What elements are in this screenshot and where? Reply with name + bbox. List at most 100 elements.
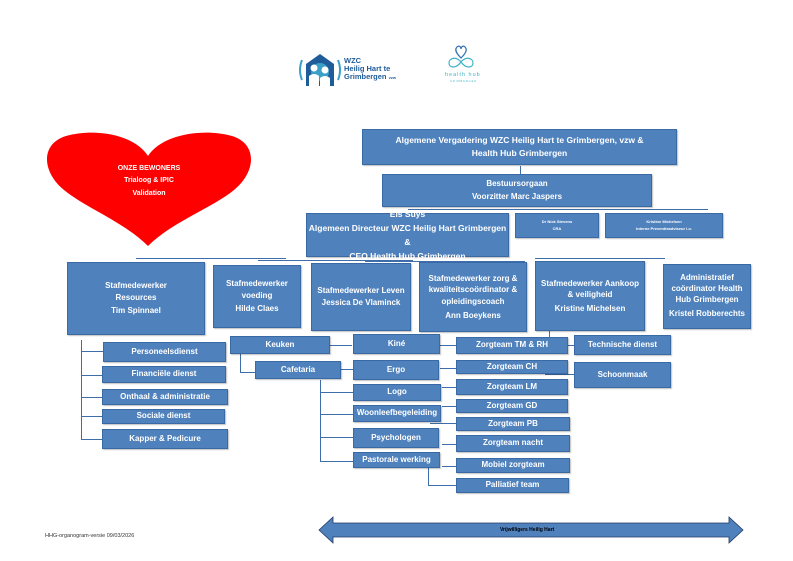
staff-line: Stafmedewerker Aankoop: [541, 278, 639, 288]
staff-line: Stafmedewerker: [105, 280, 167, 290]
unit-label: Kapper & Pedicure: [129, 433, 201, 443]
connector: [81, 375, 103, 376]
unit-label: Personeelsdienst: [131, 346, 198, 356]
unit-label: Zorgteam GD: [486, 400, 538, 410]
health-hub-sub: GRIMBERGEN: [450, 80, 478, 83]
unit-label: Kiné: [387, 338, 406, 348]
unit-cafetaria[interactable]: Cafetaria: [255, 361, 341, 379]
version-footer: HHG-organogram-versie 09/03/2026: [45, 533, 135, 539]
connector: [81, 439, 103, 440]
connector: [240, 372, 255, 373]
unit-kine[interactable]: Kiné: [353, 334, 440, 354]
unit-zorgteam-ch[interactable]: Zorgteam CH: [456, 360, 568, 374]
unit-label: Schoonmaak: [597, 369, 648, 379]
connector: [520, 166, 521, 174]
connector: [545, 374, 574, 375]
unit-financiele-dienst[interactable]: Financiële dienst: [102, 366, 226, 383]
connector: [136, 258, 286, 259]
cra-title: CRA: [552, 225, 562, 231]
unit-label: Palliatief team: [485, 480, 540, 490]
cra-box[interactable]: Dr Nick Stevens CRA: [515, 213, 599, 238]
unit-technische-dienst[interactable]: Technische dienst: [574, 335, 671, 355]
unit-label: Zorgteam LM: [486, 381, 538, 391]
staff-line: Jessica De Vlaminck: [321, 298, 401, 307]
unit-psychologen[interactable]: Psychologen: [353, 428, 439, 448]
director-name: Els Suys: [389, 208, 426, 219]
connector: [320, 380, 321, 462]
wzc-logo-icon: [299, 54, 341, 86]
unit-mobiel-zorgteam[interactable]: Mobiel zorgteam: [456, 458, 570, 473]
connector: [568, 345, 574, 346]
unit-ergo[interactable]: Ergo: [353, 360, 439, 380]
unit-sociale-dienst[interactable]: Sociale dienst: [102, 409, 225, 424]
staff-line: opleidingscoach: [441, 296, 505, 306]
unit-label: Logo: [387, 387, 407, 397]
wzc-logo-suffix: vzw: [388, 74, 396, 80]
connector: [535, 258, 665, 259]
unit-schoonmaak[interactable]: Schoonmaak: [574, 362, 671, 388]
unit-label: Keuken: [265, 339, 295, 349]
connector: [442, 387, 456, 388]
unit-pastorale-werking[interactable]: Pastorale werking: [353, 452, 440, 468]
staff-line: Kristel Robberechts: [668, 308, 746, 318]
staff-resources-box[interactable]: Stafmedewerker Resources Tim Spinnael: [67, 262, 205, 335]
unit-keuken[interactable]: Keuken: [230, 336, 330, 354]
connector: [442, 406, 456, 407]
unit-label: Financiële dienst: [131, 369, 197, 379]
staff-aankoop-box[interactable]: Stafmedewerker Aankoop & veiligheid Kris…: [535, 261, 645, 331]
unit-label: Zorgteam nacht: [482, 438, 543, 448]
staff-voeding-box[interactable]: Stafmedewerker voeding Hilde Claes: [213, 265, 301, 328]
wzc-logo-line2: Heilig Hart te: [344, 63, 391, 73]
connector: [320, 392, 353, 393]
connector: [341, 369, 353, 370]
unit-label: Psychologen: [371, 432, 421, 442]
general-assembly-box[interactable]: Algemene Vergadering WZC Heilig Hart te …: [362, 129, 677, 165]
board-line1: Bestuursorgaan: [486, 179, 548, 189]
unit-label: Onthaal & administratie: [120, 391, 210, 401]
unit-label: Cafetaria: [280, 364, 316, 374]
director-ceo: CEO Health Hub Grimbergen: [349, 251, 466, 262]
staff-admin-box[interactable]: Administratief coördinator Health Hub Gr…: [663, 264, 751, 329]
unit-zorgteam-tm-rh[interactable]: Zorgteam TM & RH: [456, 337, 568, 354]
prevention-name: Kristine Michelsen: [646, 218, 682, 224]
heart-shape: [47, 132, 251, 246]
connector: [442, 466, 456, 467]
staff-line: Ann Boeykens: [445, 310, 501, 320]
connector: [428, 468, 429, 485]
board-box[interactable]: Bestuursorgaan Voorzitter Marc Jaspers: [382, 174, 652, 207]
prevention-advisor-box[interactable]: Kristine Michelsen Interne Preventieadvi…: [605, 213, 723, 238]
heart-line3: Validation: [132, 189, 166, 197]
connector: [320, 437, 353, 438]
connector: [428, 485, 456, 486]
unit-zorgteam-gd[interactable]: Zorgteam GD: [456, 399, 568, 413]
unit-zorgteam-pb[interactable]: Zorgteam PB: [456, 417, 570, 431]
unit-woonleefbegeleiding[interactable]: Woonleefbegeleiding: [353, 405, 441, 422]
director-title: Algemeen Directeur WZC Heilig Hart Grimb…: [308, 222, 507, 247]
cra-name: Dr Nick Stevens: [541, 218, 573, 224]
unit-logo[interactable]: Logo: [353, 384, 441, 401]
staff-line: Kristine Michelsen: [554, 304, 626, 314]
volunteers-arrow: [318, 516, 744, 544]
unit-kapper-pedicure[interactable]: Kapper & Pedicure: [102, 429, 228, 449]
connector: [81, 416, 103, 417]
connector: [408, 209, 708, 210]
connector: [440, 368, 456, 369]
unit-palliatief-team[interactable]: Palliatief team: [456, 478, 569, 493]
staff-line: Resources: [115, 293, 157, 303]
connector: [258, 260, 413, 261]
staff-leven-box[interactable]: Stafmedewerker Leven Jessica De Vlaminck: [311, 263, 411, 331]
staff-zorg-box[interactable]: Stafmedewerker zorg & kwaliteitscoördina…: [419, 262, 527, 332]
connector: [440, 345, 456, 346]
unit-zorgteam-nacht[interactable]: Zorgteam nacht: [456, 435, 570, 452]
unit-zorgteam-lm[interactable]: Zorgteam LM: [456, 379, 568, 395]
unit-personeelsdienst[interactable]: Personeelsdienst: [103, 342, 226, 362]
unit-onthaal-administratie[interactable]: Onthaal & administratie: [102, 389, 228, 405]
unit-label: Zorgteam PB: [488, 418, 538, 428]
staff-line: kwaliteitscoördinator &: [428, 285, 518, 295]
director-box[interactable]: Els Suys Algemeen Directeur WZC Heilig H…: [306, 209, 509, 261]
connector: [365, 261, 525, 262]
heart-line1: ONZE BEWONERS: [117, 165, 181, 172]
staff-line: Stafmedewerker: [226, 278, 288, 288]
connector: [81, 340, 82, 440]
staff-line: Administratief: [680, 273, 734, 283]
